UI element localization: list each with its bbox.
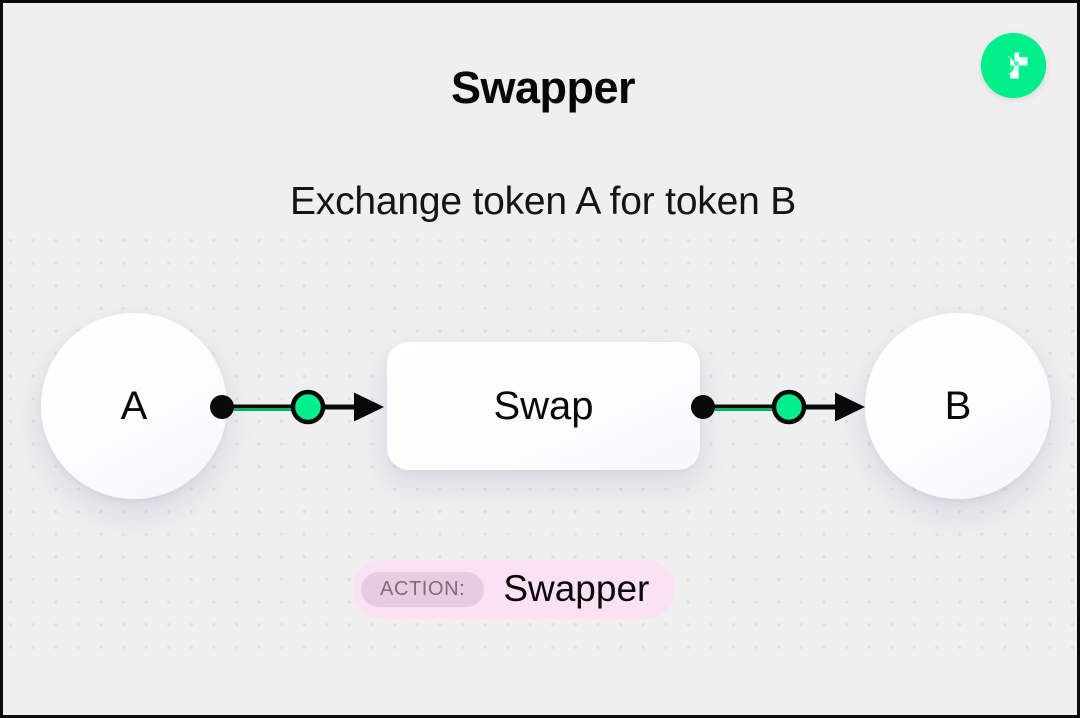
action-badge-value: Swapper (503, 567, 650, 609)
action-badge-chip: ACTION: (361, 572, 485, 607)
diagram-node-target-label: B (944, 384, 972, 428)
diagram-node-target[interactable]: B (865, 313, 1051, 499)
connector-swap-to-b (689, 379, 869, 435)
diagram-node-source-label: A (120, 384, 148, 428)
page-title: Swapper (450, 62, 636, 113)
diagram-node-process[interactable]: Swap (387, 342, 700, 470)
page-subtitle: Exchange token A for token B (289, 180, 797, 223)
action-badge: ACTION: Swapper (353, 560, 676, 619)
connector-a-to-swap (208, 379, 388, 435)
diagram-node-source[interactable]: A (41, 313, 227, 499)
flow-logo-icon (981, 33, 1046, 98)
diagram-node-process-label: Swap (493, 384, 594, 428)
